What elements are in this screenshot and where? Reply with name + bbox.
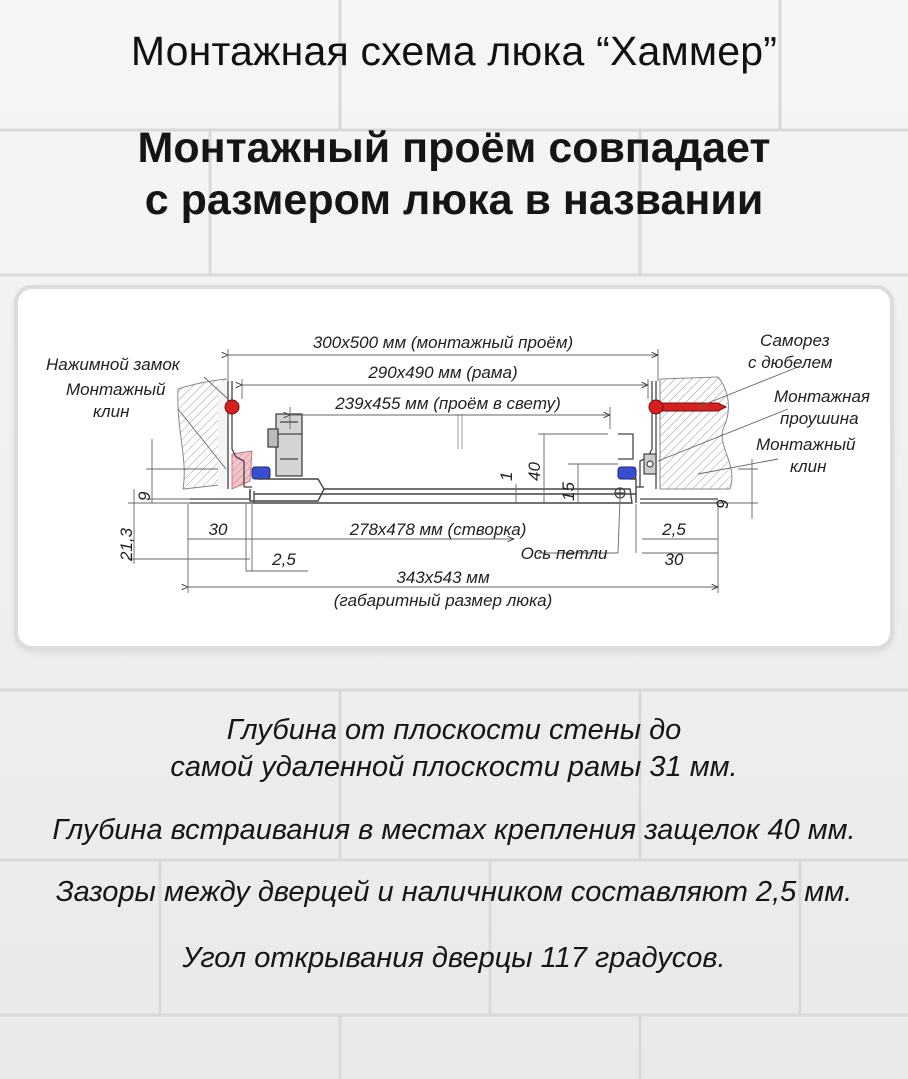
dimension-lines: [128, 349, 799, 593]
label-lug-1: Монтажная: [774, 387, 870, 406]
label-lug-2: проушина: [780, 409, 859, 428]
mounting-wedge-left-shape: [231, 450, 253, 490]
note-depth: Глубина от плоскости стены до самой удал…: [0, 712, 908, 786]
dim-left-9: 9: [135, 491, 154, 501]
dim-right-2-5: 2,5: [661, 520, 686, 539]
seal-right: [617, 466, 637, 480]
wall-left: [177, 378, 230, 490]
label-clear-opening: 239х455 мм (проём в свету): [334, 394, 561, 413]
label-frame: 290х490 мм (рама): [367, 363, 517, 382]
label-screw-2: с дюбелем: [748, 353, 833, 372]
page-title: Монтажная схема люка “Хаммер”: [130, 28, 778, 74]
label-overall-2: (габаритный размер люка): [334, 591, 553, 610]
dim-center-15: 15: [559, 482, 578, 501]
wall-right: [659, 376, 733, 490]
label-overall-1: 343х543 мм: [396, 568, 490, 587]
label-wedge-right-1: Монтажный: [756, 435, 856, 454]
seal-left: [251, 466, 271, 480]
dim-center-40: 40: [525, 462, 544, 481]
section-break: [457, 414, 463, 449]
note-depth-line-2: самой удаленной плоскости рамы 31 мм.: [170, 751, 738, 783]
label-wedge-right-2: клин: [790, 457, 827, 476]
label-press-lock: Нажимной замок: [46, 355, 181, 374]
note-embed-depth: Глубина встраивания в местах крепления з…: [0, 812, 908, 849]
diagram-panel: 300х500 мм (монтажный проём) 290х490 мм …: [18, 289, 890, 646]
subtitle-line-1: Монтажный проём совпадает: [137, 124, 771, 172]
label-door: 278х478 мм (створка): [349, 520, 527, 539]
mounting-lug: [643, 453, 657, 475]
dim-right-30: 30: [665, 550, 684, 569]
dim-left-21-3: 21,3: [117, 527, 136, 562]
note-embed-depth-line: Глубина встраивания в местах крепления з…: [52, 814, 856, 846]
label-hinge-axis: Ось петли: [521, 544, 608, 563]
dim-left-30: 30: [209, 520, 228, 539]
label-wedge-left-1: Монтажный: [66, 380, 166, 399]
dim-left-2-5: 2,5: [271, 550, 296, 569]
subtitle-line-2: с размером люка в названии: [144, 176, 764, 224]
press-lock-body: [267, 413, 303, 477]
hinge-axis-icon: [614, 487, 626, 499]
label-screw-1: Саморез: [760, 331, 830, 350]
dim-right-9: 9: [713, 499, 732, 509]
label-wedge-left-2: клин: [93, 402, 130, 421]
note-angle-line: Угол открывания дверцы 117 градусов.: [182, 942, 726, 974]
note-gaps-line: Зазоры между дверцей и наличником состав…: [55, 876, 853, 908]
press-lock-head: [224, 399, 240, 415]
note-gaps: Зазоры между дверцей и наличником состав…: [0, 874, 908, 911]
mounting-diagram: 300х500 мм (монтажный проём) 290х490 мм …: [46, 331, 870, 610]
label-mounting-opening: 300х500 мм (монтажный проём): [313, 333, 573, 352]
note-depth-line-1: Глубина от плоскости стены до: [226, 714, 682, 746]
dim-center-1: 1: [497, 472, 516, 481]
door-leaf: [249, 478, 637, 504]
note-angle: Угол открывания дверцы 117 градусов.: [0, 940, 908, 977]
page-subtitle: Монтажный проём совпадает с размером люк…: [0, 122, 908, 226]
